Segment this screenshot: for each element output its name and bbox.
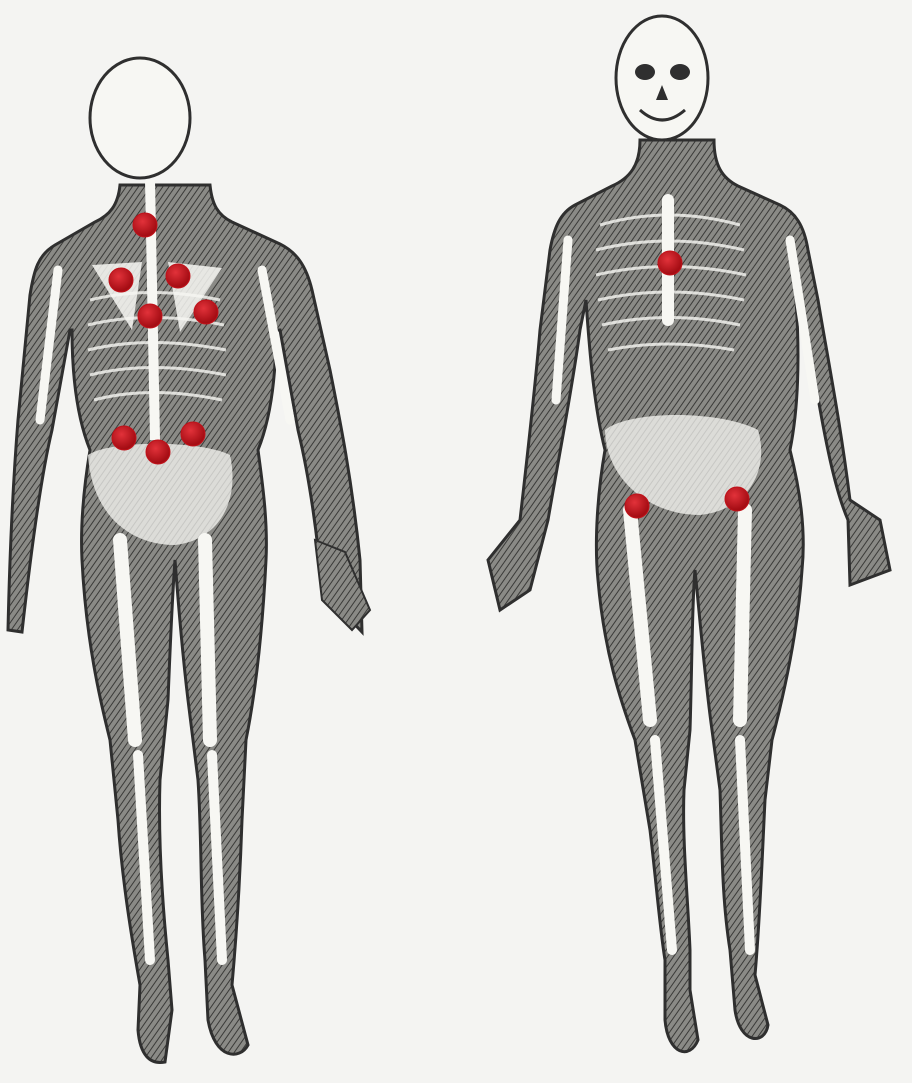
tender-point-mid-back-right bbox=[194, 300, 218, 324]
tender-point-sacrum bbox=[146, 440, 170, 464]
tender-point-lower-back-left bbox=[112, 426, 136, 450]
tender-point-upper-back-left bbox=[109, 268, 133, 292]
front-right-eye-socket bbox=[670, 64, 690, 80]
front-body-silhouette bbox=[488, 140, 890, 1052]
tender-point-hip-left bbox=[625, 494, 649, 518]
back-view-figure bbox=[8, 58, 370, 1063]
front-left-eye-socket bbox=[635, 64, 655, 80]
tender-point-lower-back-right bbox=[181, 422, 205, 446]
tender-point-mid-back-left bbox=[138, 304, 162, 328]
tender-point-sternum bbox=[658, 251, 682, 275]
front-right-femur bbox=[740, 510, 745, 720]
tender-point-hip-right bbox=[725, 487, 749, 511]
front-view-figure bbox=[488, 16, 890, 1052]
tender-point-upper-back-right bbox=[166, 264, 190, 288]
tender-point-neck bbox=[133, 213, 157, 237]
back-head bbox=[90, 58, 190, 178]
back-right-femur bbox=[205, 540, 210, 740]
